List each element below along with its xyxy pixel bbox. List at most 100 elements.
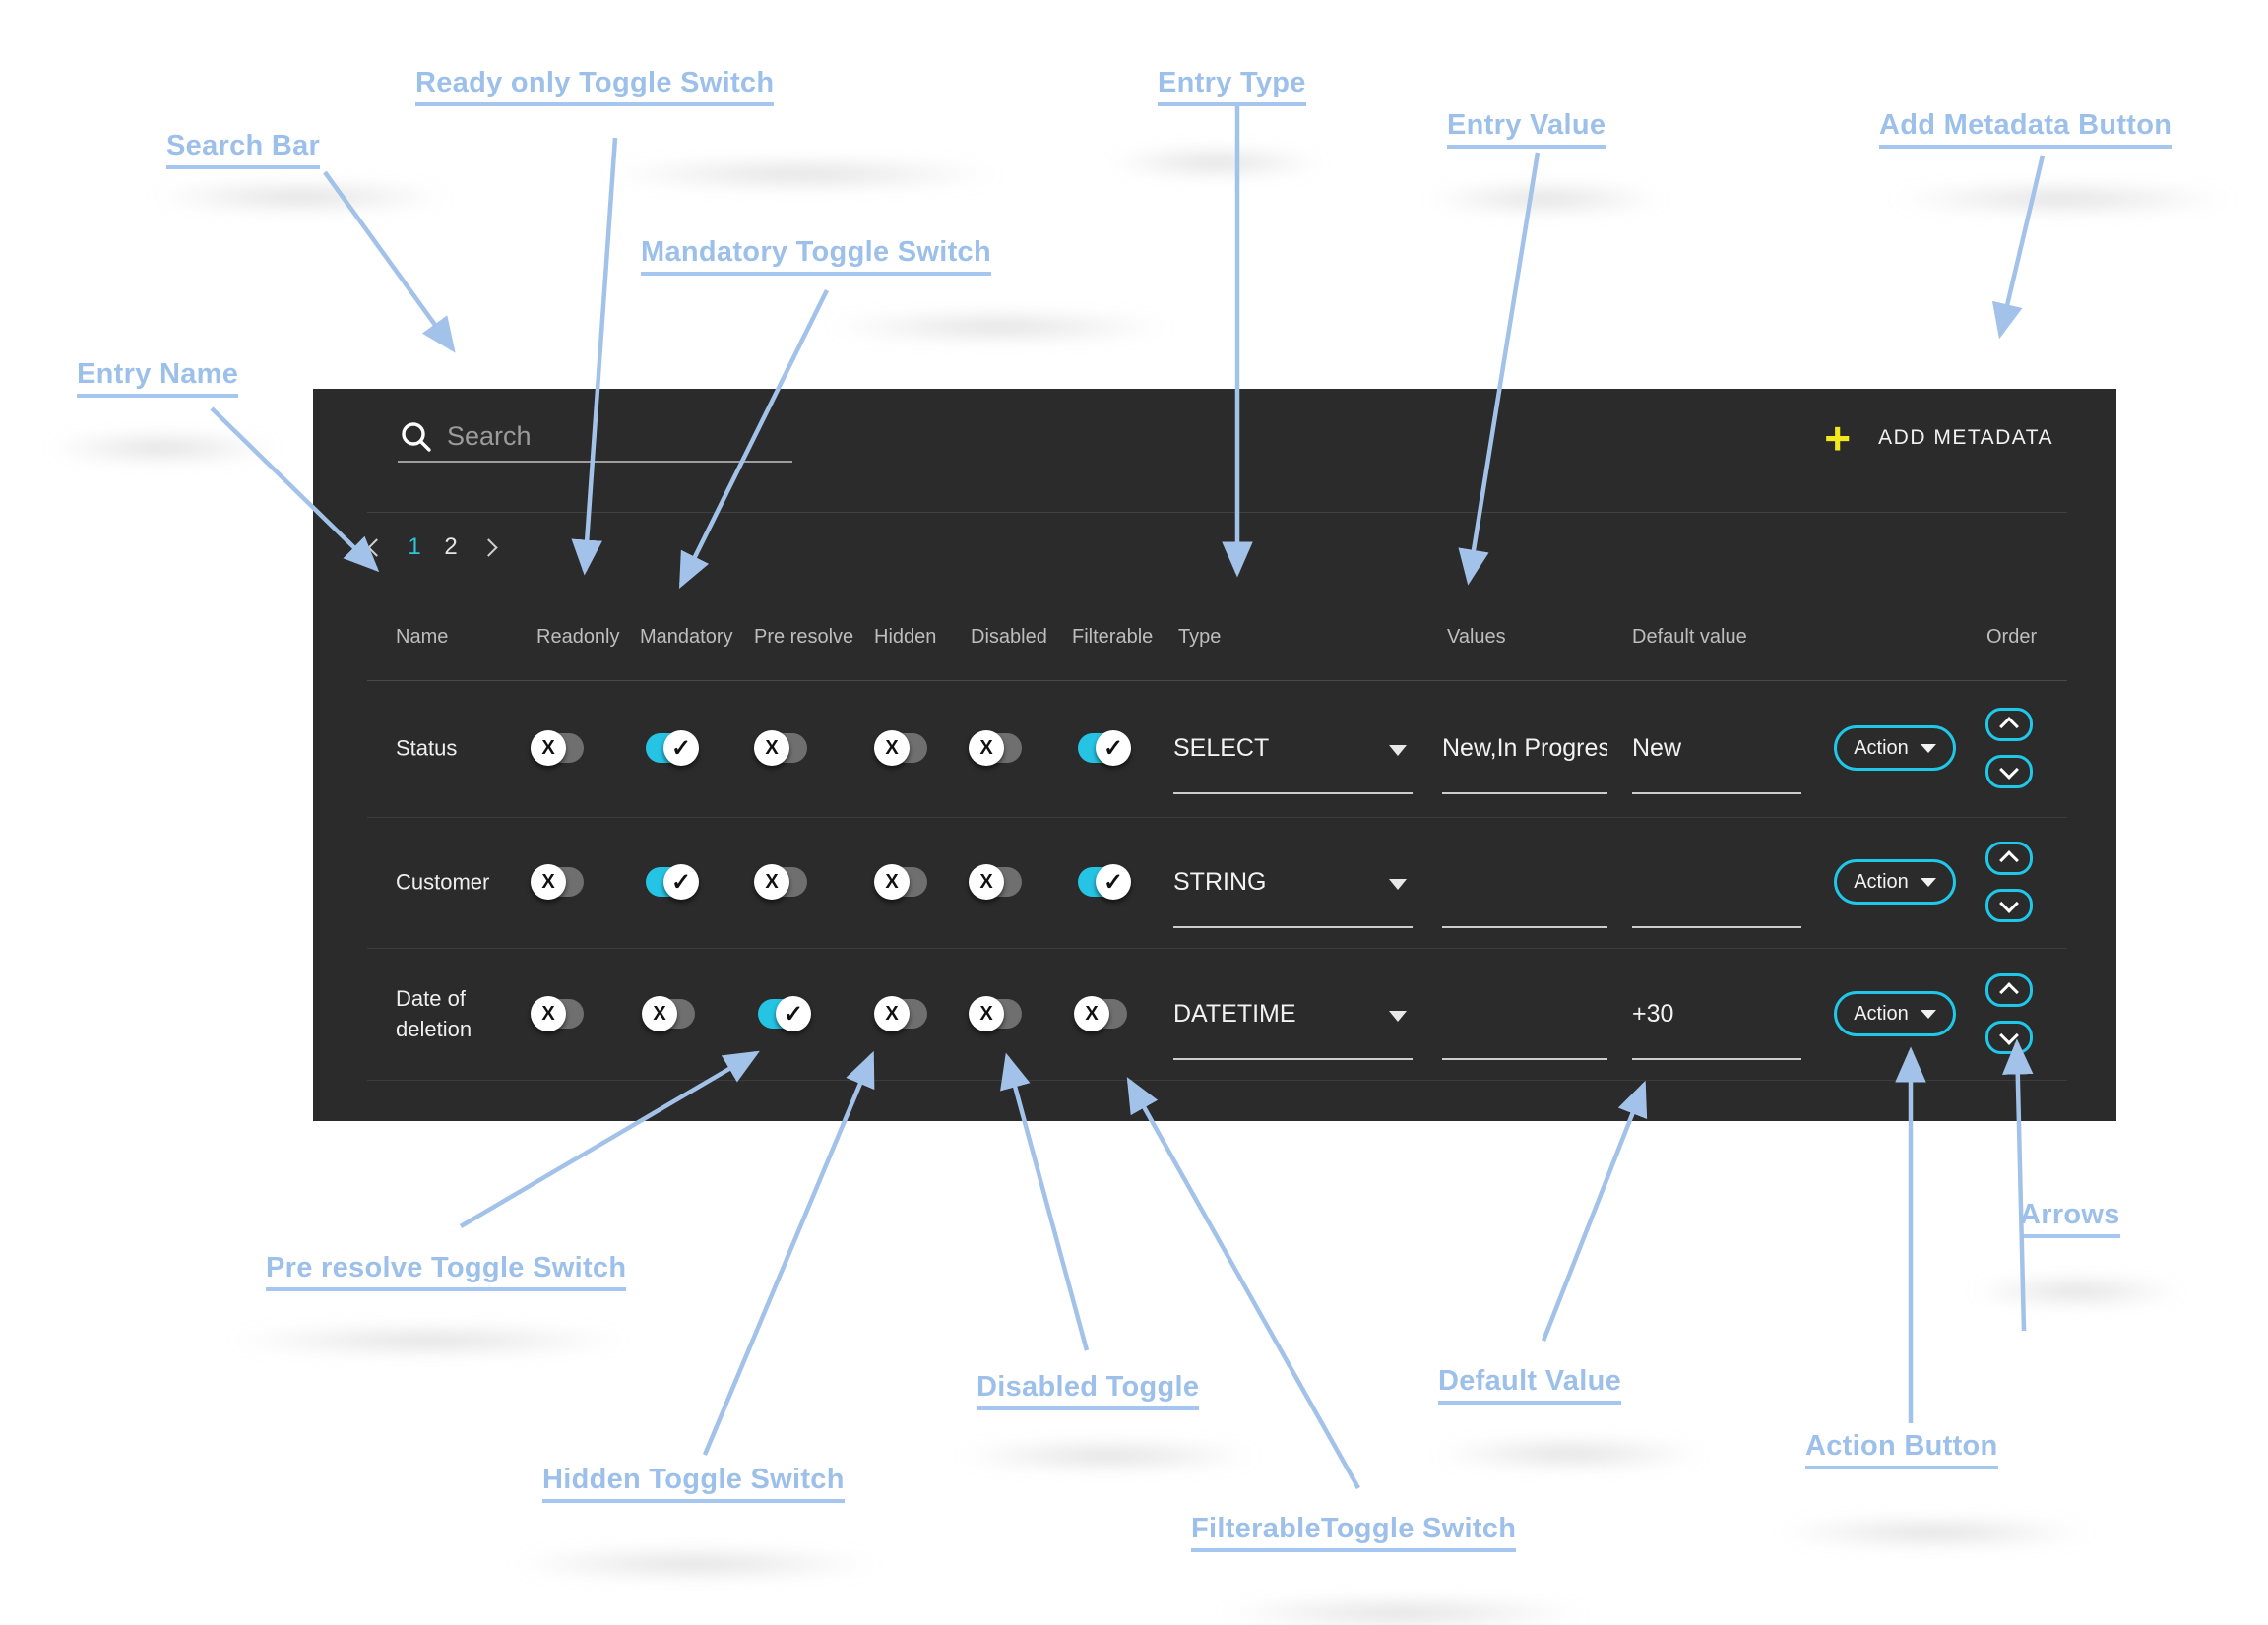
annotation-label-search-bar: Search Bar	[166, 130, 321, 169]
action-button-label: Action	[1854, 1002, 1909, 1025]
order-up-button[interactable]	[1985, 842, 2033, 875]
type-value: DATETIME	[1173, 1000, 1296, 1028]
toggle-mandatory[interactable]	[643, 864, 699, 900]
shadow-smudge	[1821, 182, 2268, 216]
column-header-pre-resolve: Pre resolve	[754, 626, 854, 648]
metadata-panel: ADD METADATA 1 2 Name Readonly Mandatory…	[313, 389, 2116, 1121]
annotation-label-arrows: Arrows	[2020, 1199, 2120, 1238]
chevron-down-icon	[1920, 743, 1936, 753]
default-value-field	[1632, 985, 1801, 1060]
toggle-pre-resolve[interactable]	[754, 864, 810, 900]
divider	[367, 1080, 2067, 1081]
shadow-smudge	[0, 431, 325, 465]
column-header-type: Type	[1178, 626, 1222, 648]
order-down-button[interactable]	[1985, 889, 2033, 922]
annotation-label-add-metadata: Add Metadata Button	[1879, 109, 2173, 149]
action-button[interactable]: Action	[1834, 991, 1956, 1036]
order-down-button[interactable]	[1985, 1021, 2033, 1054]
column-header-readonly: Readonly	[536, 626, 620, 648]
default-value-input[interactable]	[1632, 985, 1801, 1042]
entry-name: Status	[396, 735, 458, 761]
table-row: Date of deletion DATETIME Action	[313, 948, 2116, 1080]
action-button-label: Action	[1854, 870, 1909, 893]
values-field	[1442, 853, 1607, 928]
toggle-readonly[interactable]	[531, 730, 587, 766]
type-dropdown[interactable]: STRING	[1173, 853, 1413, 928]
entry-name: Date of deletion	[396, 986, 472, 1041]
shadow-smudge	[1929, 1275, 2225, 1308]
column-header-order: Order	[1986, 626, 2038, 648]
values-field	[1442, 719, 1607, 794]
toggle-mandatory[interactable]	[642, 996, 698, 1031]
action-button-label: Action	[1854, 736, 1909, 759]
toggle-disabled[interactable]	[969, 996, 1025, 1031]
default-value-input[interactable]	[1632, 719, 1801, 777]
entry-name: Customer	[396, 869, 490, 895]
column-header-filterable: Filterable	[1072, 626, 1154, 648]
chevron-left-icon[interactable]	[362, 528, 390, 567]
annotation-label-default-value: Default Value	[1438, 1365, 1622, 1405]
toggle-pre-resolve[interactable]	[755, 996, 811, 1031]
search-underline	[398, 461, 792, 463]
toggle-disabled[interactable]	[969, 730, 1025, 766]
chevron-right-icon[interactable]	[474, 528, 502, 567]
chevron-down-icon	[1999, 894, 2019, 913]
default-value-field	[1632, 719, 1801, 794]
order-up-button[interactable]	[1985, 708, 2033, 741]
annotation-label-action-button: Action Button	[1805, 1430, 1998, 1469]
search-input[interactable]	[445, 412, 793, 460]
table-row: Customer STRING Action	[313, 816, 2116, 948]
chevron-up-icon	[1999, 982, 2019, 1002]
values-input[interactable]	[1442, 719, 1607, 777]
toggle-filterable[interactable]	[1075, 730, 1131, 766]
add-metadata-button[interactable]: ADD METADATA	[1824, 408, 2053, 468]
chevron-down-icon	[1920, 1009, 1936, 1019]
annotation-label-mandatory-toggle: Mandatory Toggle Switch	[641, 236, 991, 276]
toggle-mandatory[interactable]	[643, 730, 699, 766]
column-header-mandatory: Mandatory	[640, 626, 733, 648]
pagination-page-1[interactable]: 1	[408, 533, 421, 560]
toggle-readonly[interactable]	[531, 864, 587, 900]
action-button[interactable]: Action	[1834, 859, 1956, 905]
shadow-smudge	[1713, 1516, 2156, 1549]
pagination-page-2[interactable]: 2	[444, 533, 458, 560]
order-up-button[interactable]	[1985, 973, 2033, 1007]
column-header-hidden: Hidden	[874, 626, 937, 648]
search-icon	[398, 419, 435, 457]
chevron-down-icon	[1999, 1026, 2019, 1045]
chevron-down-icon	[1999, 760, 2019, 780]
toggle-hidden[interactable]	[874, 730, 930, 766]
annotation-label-disabled-toggle: Disabled Toggle	[976, 1371, 1200, 1410]
shadow-smudge	[1378, 1437, 1762, 1470]
toggle-filterable[interactable]	[1074, 996, 1130, 1031]
type-dropdown[interactable]: SELECT	[1173, 719, 1413, 794]
action-button[interactable]: Action	[1834, 725, 1956, 771]
toggle-readonly[interactable]	[531, 996, 587, 1031]
divider	[367, 817, 2067, 818]
annotation-label-filterable-toggle: FilterableToggle Switch	[1191, 1513, 1517, 1552]
values-input[interactable]	[1442, 985, 1607, 1042]
toggle-hidden[interactable]	[874, 864, 930, 900]
default-value-input[interactable]	[1632, 853, 1801, 910]
order-down-button[interactable]	[1985, 755, 2033, 788]
toggle-pre-resolve[interactable]	[754, 730, 810, 766]
shadow-smudge	[522, 157, 1083, 191]
type-dropdown[interactable]: DATETIME	[1173, 985, 1413, 1060]
values-input[interactable]	[1442, 853, 1607, 910]
add-metadata-label: ADD METADATA	[1878, 426, 2053, 449]
toggle-filterable[interactable]	[1075, 864, 1131, 900]
shadow-smudge	[1142, 1596, 1664, 1625]
type-value: SELECT	[1173, 734, 1270, 762]
annotation-label-hidden-toggle: Hidden Toggle Switch	[542, 1464, 845, 1503]
table-row: Status SELECT Action	[313, 682, 2116, 814]
shadow-smudge	[433, 1547, 955, 1581]
values-field	[1442, 985, 1607, 1060]
chevron-down-icon	[1920, 877, 1936, 887]
shadow-smudge	[89, 180, 512, 214]
chevron-up-icon	[1999, 850, 2019, 870]
divider	[367, 948, 2067, 949]
toggle-hidden[interactable]	[874, 996, 930, 1031]
toggle-disabled[interactable]	[969, 864, 1025, 900]
default-value-field	[1632, 853, 1801, 928]
